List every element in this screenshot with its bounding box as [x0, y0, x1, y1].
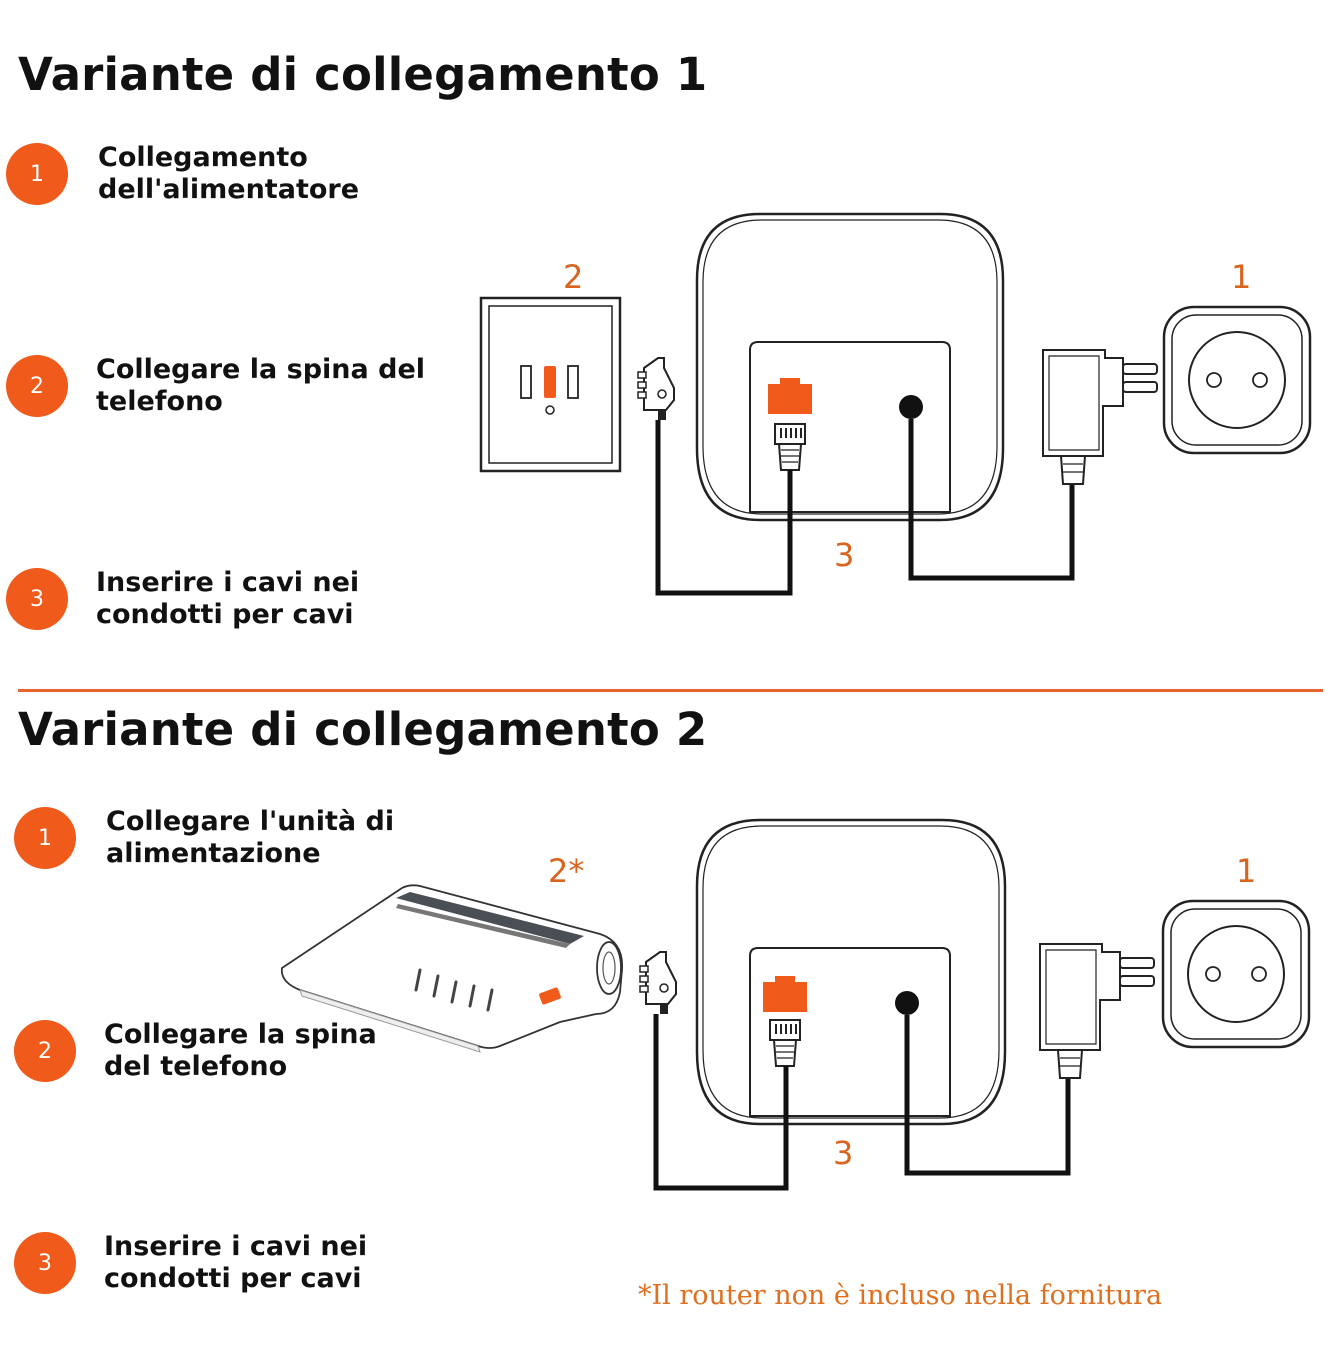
label-power-outlet-2: 1	[1236, 852, 1256, 890]
power-cable-2	[904, 1015, 1071, 1176]
section-divider	[18, 689, 1323, 692]
power-outlet-2	[1161, 899, 1311, 1049]
step-badge: 1	[14, 807, 76, 869]
power-adapter-1	[1042, 349, 1158, 485]
label-cables-1: 3	[834, 536, 854, 574]
variant-2-step-2: 2 Collegare la spina del telefono	[14, 1019, 377, 1083]
variant-1-step-1: 1 Collegamento dell'alimentatore	[6, 142, 359, 206]
phone-cable-1	[655, 420, 793, 596]
tae-plug-1	[637, 357, 675, 421]
step-badge: 1	[6, 143, 68, 205]
label-router: 2*	[548, 852, 584, 890]
phone-cable-2	[653, 1014, 789, 1191]
variant-2-step-1: 1 Collegare l'unità di alimentazione	[14, 806, 394, 870]
variant-1-step-3: 3 Inserire i cavi nei condotti per cavi	[6, 567, 359, 631]
variant-1-title: Variante di collegamento 1	[18, 48, 708, 101]
label-wall-socket-1: 2	[563, 258, 583, 296]
step-badge: 2	[14, 1020, 76, 1082]
power-cable-1	[908, 419, 1075, 581]
tae-plug-2	[639, 951, 677, 1015]
rj-plug-1	[774, 423, 806, 471]
rj-plug-2	[769, 1019, 801, 1067]
step-text: Inserire i cavi nei condotti per cavi	[104, 1231, 368, 1294]
phone-wall-socket-1	[479, 296, 622, 473]
variant-2-step-3: 3 Inserire i cavi nei condotti per cavi	[14, 1231, 367, 1295]
variant-1-step-2: 2 Collegare la spina del telefono	[6, 354, 425, 418]
router	[280, 884, 623, 1053]
label-power-outlet-1: 1	[1231, 258, 1251, 296]
step-text: Collegamento dell'alimentatore	[98, 142, 360, 205]
base-station-2	[695, 818, 1007, 1126]
power-outlet-1	[1162, 305, 1312, 455]
label-cables-2: 3	[833, 1134, 853, 1172]
step-badge: 2	[6, 355, 68, 417]
step-text: Collegare l'unità di alimentazione	[106, 806, 395, 869]
variant-2-title: Variante di collegamento 2	[18, 703, 708, 756]
step-badge: 3	[6, 568, 68, 630]
step-text: Collegare la spina del telefono	[96, 354, 426, 417]
router-footnote: *Il router non è incluso nella fornitura	[638, 1280, 1163, 1311]
base-station-1	[695, 212, 1005, 522]
step-text: Inserire i cavi nei condotti per cavi	[96, 567, 360, 630]
step-text: Collegare la spina del telefono	[104, 1019, 377, 1082]
power-adapter-2	[1039, 943, 1155, 1079]
step-badge: 3	[14, 1232, 76, 1294]
